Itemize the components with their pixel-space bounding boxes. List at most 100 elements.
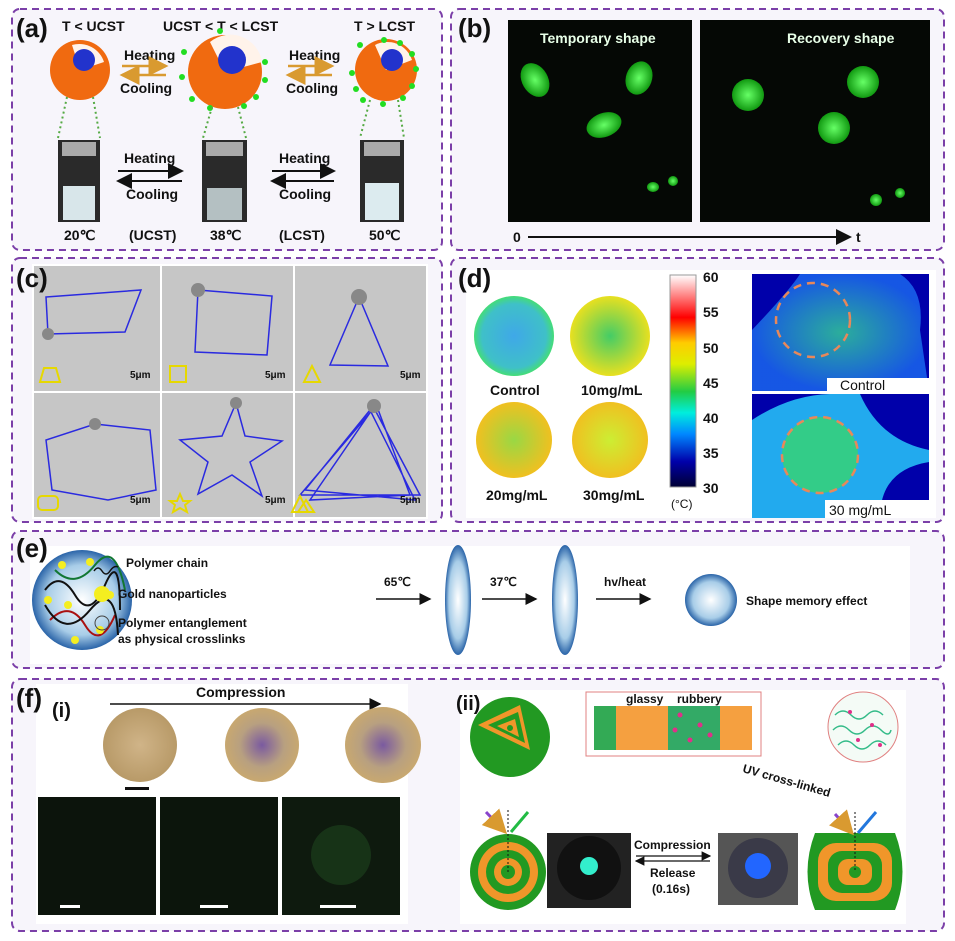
legend-item: Polymer entanglement	[118, 616, 247, 630]
thermal-disc	[570, 296, 650, 376]
scale-bar-label: 5μm	[400, 370, 421, 381]
cooling-label: Cooling	[279, 186, 331, 202]
state-label: T > LCST	[354, 18, 416, 34]
fluorescent-particles	[520, 61, 905, 206]
panel-c: (c) 5μm 5μm 5μm 5μm 5μm 5μm	[11, 257, 443, 523]
polymer-chains	[44, 555, 126, 637]
legend-item: Polymer chain	[126, 556, 208, 570]
recovery-shape-image	[700, 20, 930, 222]
polymer-chain-icon	[93, 565, 119, 575]
cooling-label: Cooling	[120, 80, 172, 96]
tick-label: 50	[703, 340, 719, 356]
subpanel-label: (i)	[52, 700, 71, 722]
droplet-image	[225, 708, 299, 782]
transition-label: (LCST)	[279, 227, 325, 243]
panel-label: (b)	[458, 13, 491, 43]
panel-label: (f)	[16, 683, 42, 713]
vial-photo	[360, 140, 404, 222]
result-label: Shape memory effect	[746, 594, 867, 608]
microgel-sphere-icon	[50, 40, 110, 100]
panel-label: (a)	[16, 13, 48, 43]
image-title: Recovery shape	[787, 30, 895, 46]
sample-label: 10mg/mL	[581, 382, 643, 398]
layer-label: rubbery	[677, 692, 722, 706]
cooling-label: Cooling	[126, 186, 178, 202]
axis-start: 0	[513, 229, 521, 245]
scale-bar-label: 5μm	[265, 495, 286, 506]
panel-f: (f) (i) Compression (ii) glassy rubbery …	[11, 678, 945, 932]
vial-photo	[202, 140, 247, 222]
tick-label: 55	[703, 304, 719, 320]
panel-label: (e)	[16, 533, 48, 563]
scale-bar-label: 5μm	[400, 495, 421, 506]
step-label: 37℃	[490, 575, 517, 589]
temperature-label: 50℃	[369, 227, 401, 243]
panel-d: (d) Control 10mg/mL 20mg/mL 30mg/mL 60 5…	[450, 257, 945, 523]
panel-label: (d)	[458, 263, 491, 293]
legend-item: Gold nanoparticles	[118, 587, 227, 601]
state-label: UCST < T < LCST	[163, 18, 279, 34]
tick-label: 35	[703, 445, 719, 461]
step-label: 65℃	[384, 575, 411, 589]
thermal-label: Control	[840, 377, 885, 393]
panel-b: (b) Temporary shape Recovery shape 0 t	[450, 8, 945, 251]
temperature-label: 20℃	[64, 227, 96, 243]
heating-label: Heating	[289, 47, 340, 63]
subpanel-label: (ii)	[456, 693, 480, 715]
fluorescence-image	[38, 797, 156, 915]
thermal-disc	[474, 296, 554, 376]
layer-label: glassy	[626, 692, 664, 706]
colorbar-unit: (°C)	[671, 497, 692, 511]
microgel-sphere-icon	[355, 39, 417, 101]
heating-label: Heating	[124, 150, 175, 166]
thermal-label: 30 mg/mL	[829, 502, 891, 518]
photonic-sphere-icon	[470, 697, 550, 777]
tick-label: 60	[703, 269, 719, 285]
microgel-bead-icon	[32, 550, 132, 650]
concentric-layers-icon	[470, 808, 546, 910]
step-label: hv/heat	[604, 575, 646, 589]
panel-a: (a) T < UCST UCST < T < LCST T > LCST He…	[11, 8, 443, 251]
gold-nanoparticle-icon	[94, 586, 110, 602]
time-label: (0.16s)	[652, 882, 690, 896]
tick-label: 45	[703, 375, 719, 391]
droplet-image	[103, 708, 177, 782]
shape-icons	[37, 363, 322, 515]
thermal-disc	[476, 402, 552, 478]
vial-photo	[58, 140, 100, 222]
thermal-disc	[572, 402, 648, 478]
panel-e: (e) Polymer chain Gold nanoparticles Pol…	[11, 530, 945, 669]
scale-bar-label: 5μm	[130, 495, 151, 506]
microscope-images	[32, 264, 428, 519]
scale-bar-label: 5μm	[265, 370, 286, 381]
sample-label: Control	[490, 382, 540, 398]
trajectory-paths	[45, 289, 422, 501]
droplet-image	[345, 707, 421, 783]
recovered-bead-icon	[685, 574, 737, 626]
compressed-layers-icon	[807, 809, 903, 910]
transition-label: (UCST)	[129, 227, 176, 243]
release-label: Release	[650, 866, 696, 880]
heating-label: Heating	[124, 47, 175, 63]
colorbar-ticks: 60 55 50 45 40 35 30	[703, 269, 719, 496]
sample-label: 30mg/mL	[583, 487, 645, 503]
fluorescence-image	[160, 797, 278, 915]
state-label: T < UCST	[62, 18, 125, 34]
temperature-label: 38℃	[210, 227, 242, 243]
stretched-bead-icon	[445, 545, 471, 655]
released-molecules	[179, 28, 419, 111]
colorbar	[669, 274, 697, 488]
heating-label: Heating	[279, 150, 330, 166]
panel-label: (c)	[16, 263, 48, 293]
scale-bar-label: 5μm	[130, 370, 151, 381]
stretched-bead-icon	[552, 545, 578, 655]
entanglement-icon	[94, 615, 110, 631]
tick-label: 40	[703, 410, 719, 426]
cooling-label: Cooling	[286, 80, 338, 96]
microrobot-icon	[42, 283, 381, 430]
axis-end: t	[856, 229, 861, 245]
compression-label: Compression	[196, 684, 285, 700]
compression-label: Compression	[634, 838, 711, 852]
sample-label: 20mg/mL	[486, 487, 548, 503]
